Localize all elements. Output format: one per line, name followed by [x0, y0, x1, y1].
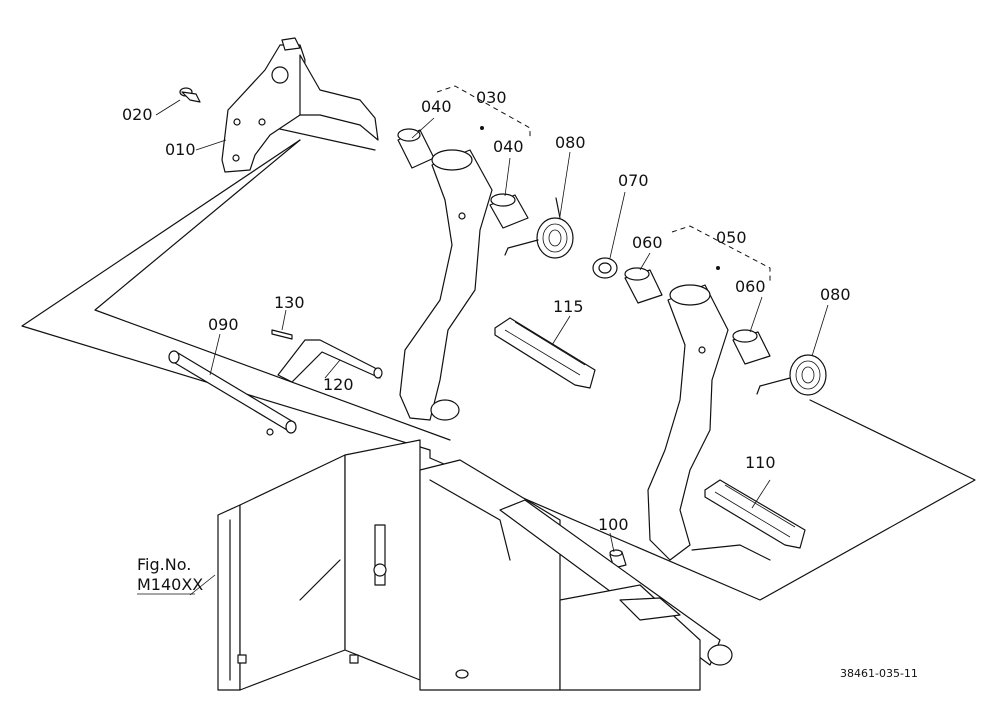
label-080a: 080: [555, 133, 586, 152]
spring-080-right: [756, 354, 827, 396]
spring-080-left: [504, 197, 574, 259]
frame-housing: [217, 439, 733, 691]
pin-130: [271, 329, 293, 340]
pedal-arm-030: [399, 126, 493, 421]
label-030: 030: [476, 88, 507, 107]
label-010: 010: [165, 140, 196, 159]
bushing-060-left: [624, 267, 663, 304]
bushing-040-right: [489, 193, 529, 229]
fig-reference-number: M140XX: [137, 575, 203, 594]
label-060a: 060: [632, 233, 663, 252]
pedal-arm-050: [647, 266, 771, 561]
group-bracket-050: [671, 225, 771, 282]
pedal-pad-110: [704, 479, 806, 549]
label-020: 020: [122, 105, 153, 124]
washer-070: [592, 257, 618, 279]
label-070: 070: [618, 171, 649, 190]
label-090: 090: [208, 315, 239, 334]
label-050: 050: [716, 228, 747, 247]
bolt-020: [179, 87, 201, 103]
label-040a: 040: [421, 97, 452, 116]
label-080b: 080: [820, 285, 851, 304]
label-110: 110: [745, 453, 776, 472]
rod-120: [277, 339, 383, 383]
label-040b: 040: [493, 137, 524, 156]
label-060b: 060: [735, 277, 766, 296]
drawing-code: 38461-035-11: [840, 667, 918, 680]
label-100: 100: [598, 515, 629, 534]
pedal-pad-115: [494, 317, 596, 389]
bushing-040-left: [397, 128, 435, 169]
bracket-010: [221, 37, 379, 173]
label-130: 130: [274, 293, 305, 312]
bushing-060-right: [732, 329, 771, 365]
label-115: 115: [553, 297, 584, 316]
fig-reference-label: Fig.No.: [137, 555, 191, 574]
leader-lines: [155, 99, 829, 596]
group-bracket-030: [436, 85, 531, 140]
shaft-090: [168, 350, 297, 436]
label-120: 120: [323, 375, 354, 394]
